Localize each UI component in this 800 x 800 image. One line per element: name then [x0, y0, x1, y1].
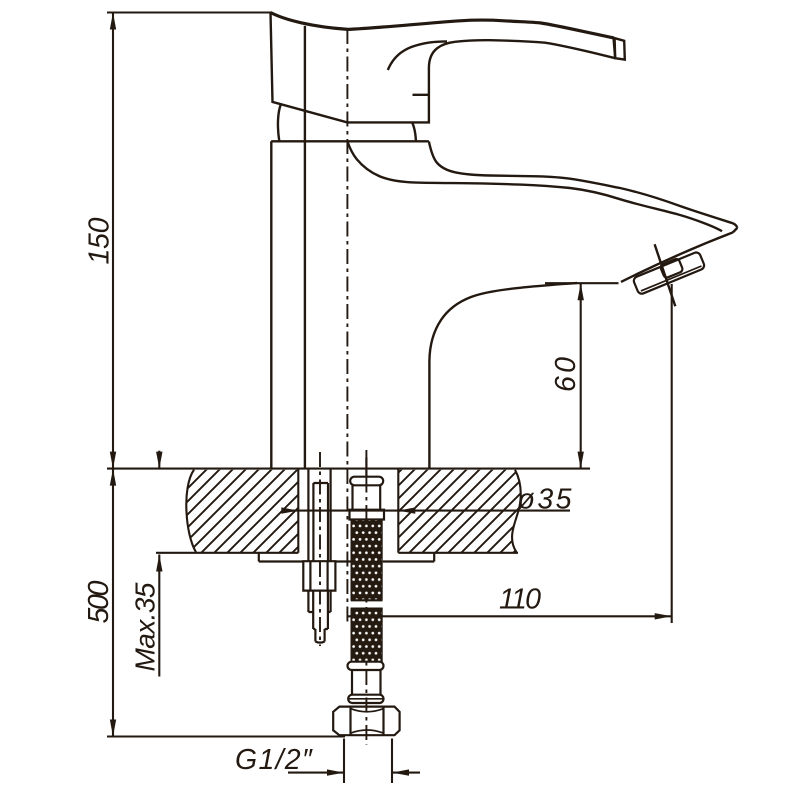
svg-text:G1/2″: G1/2″: [235, 744, 313, 776]
svg-text:500: 500: [83, 580, 115, 623]
svg-text:150: 150: [84, 217, 116, 264]
svg-text:110: 110: [499, 584, 541, 616]
svg-text:Max.35: Max.35: [130, 582, 161, 671]
svg-text:ø35: ø35: [518, 484, 572, 516]
